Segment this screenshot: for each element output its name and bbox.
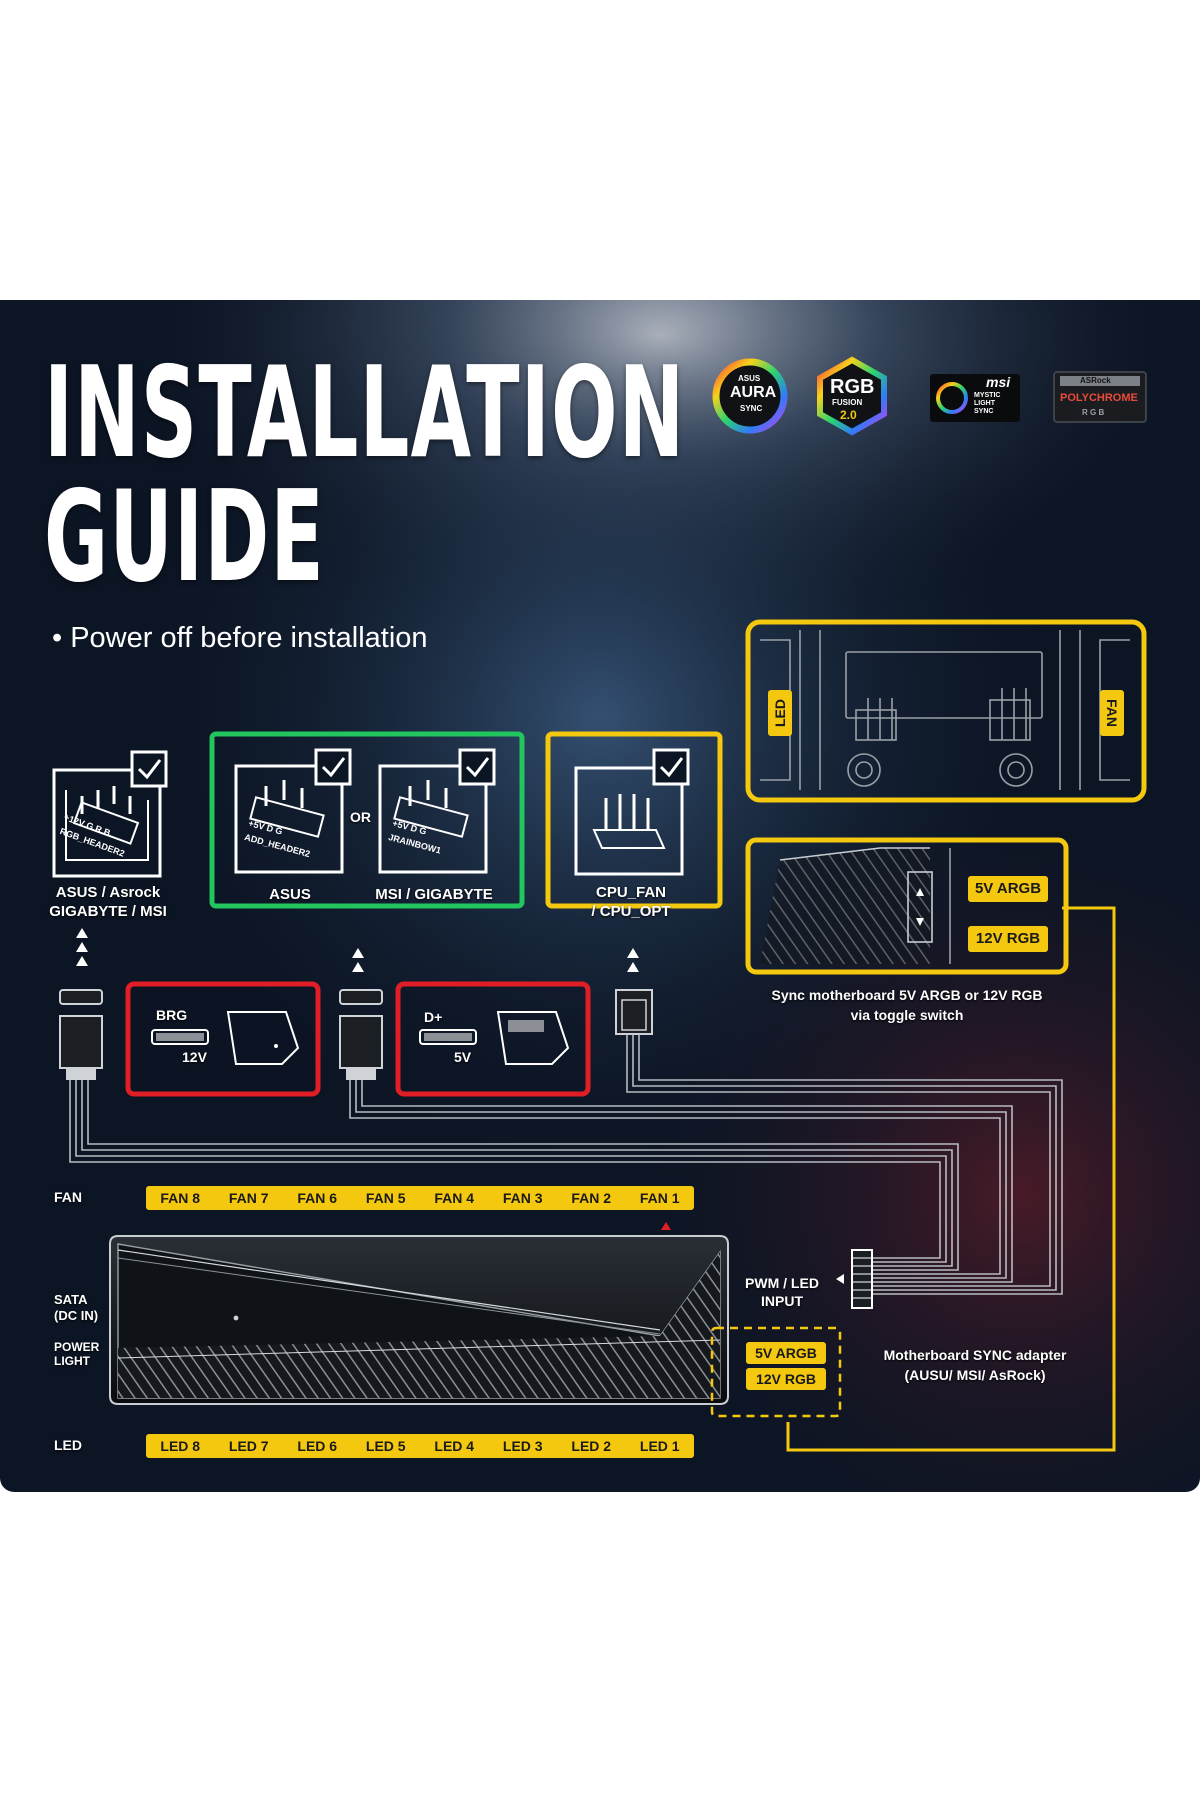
fan-row-label: FAN <box>54 1189 82 1205</box>
checkmark-icon <box>652 748 690 786</box>
rgb-voltage: 12V <box>182 1049 207 1065</box>
msi-argb-header-icon <box>378 764 488 874</box>
cpu-fan-label: / CPU_OPT <box>591 903 671 920</box>
sync-adapter-caption: (AUSU/ MSI/ AsRock) <box>904 1367 1046 1383</box>
fan-port-label: FAN 7 <box>228 1190 269 1206</box>
led-row-label: LED <box>54 1437 82 1453</box>
fan-port-label: FAN 2 <box>571 1190 612 1206</box>
power-light-label: POWER <box>54 1340 100 1354</box>
pwm-led-input-label: PWM / LED <box>745 1275 819 1291</box>
cpu-fan-label: CPU_FAN <box>595 884 666 901</box>
toggle-switch-caption: via toggle switch <box>850 1007 964 1023</box>
controller-led-tag: LED <box>768 690 792 736</box>
switch-link-line <box>786 906 1116 1452</box>
sync-adapter-caption: Motherboard SYNC adapter <box>883 1347 1067 1363</box>
asrock-logo-text: ASRock <box>1080 376 1111 385</box>
rgb-header-icon <box>52 768 162 878</box>
led-port-label: LED 8 <box>160 1438 201 1454</box>
controller-pcb-frame <box>745 619 1147 803</box>
controller-12v-rgb-label: 12V RGB <box>968 926 1048 952</box>
led-port-label: LED 3 <box>502 1438 543 1454</box>
rgb-fan-hub <box>109 1235 729 1405</box>
fan1-pointer-icon <box>661 1222 671 1230</box>
rgb-fusion-logo-text: RGB <box>830 376 875 398</box>
cpu-fan-header-icon <box>574 766 684 876</box>
fan-port-label: FAN 3 <box>502 1190 543 1206</box>
aura-logo-text: AURA <box>730 384 777 401</box>
controller-switch-drawing <box>760 847 951 964</box>
msi-gigabyte-header-label: MSI / GIGABYTE <box>375 886 493 903</box>
led-port-label: LED 1 <box>639 1438 680 1454</box>
argb-voltage: 5V <box>454 1049 472 1065</box>
argb-connector-icon <box>419 1011 570 1065</box>
or-text: OR <box>350 809 371 825</box>
checkmark-icon <box>130 750 168 788</box>
rgb-pin-order: BRG <box>156 1007 188 1023</box>
led-port-label: LED 2 <box>571 1438 612 1454</box>
fan-port-label: FAN 1 <box>639 1190 680 1206</box>
asus-aura-sync-logo <box>712 358 788 434</box>
argb-header-group-frame <box>209 731 525 909</box>
arrow-up-icon <box>352 948 364 972</box>
rgb-fusion-logo-text: FUSION <box>832 398 863 407</box>
asrock-logo-text: R G B <box>1082 408 1105 417</box>
aura-logo-text: ASUS <box>738 374 761 383</box>
controller-pcb-drawing <box>760 630 1130 790</box>
fan-port-label: FAN 4 <box>434 1190 475 1206</box>
led-port-label: LED 4 <box>434 1438 475 1454</box>
safety-note: • Power off before installation <box>52 622 428 654</box>
page-title-line1: INSTALLATION <box>44 339 686 486</box>
checkmark-icon <box>314 748 352 786</box>
fan-port-label: FAN 8 <box>160 1190 201 1206</box>
fan-port-label: FAN 5 <box>365 1190 406 1206</box>
header1-label: ASUS / Asrock <box>55 884 161 901</box>
rgb-fusion-logo <box>817 356 887 436</box>
power-light-label: LIGHT <box>54 1354 90 1368</box>
msi-logo-text: msi <box>986 374 1011 390</box>
controller-fan-tag: FAN <box>1100 690 1124 736</box>
pwm-led-input-label: INPUT <box>761 1293 803 1309</box>
asrock-polychrome-logo <box>1053 371 1147 423</box>
hub-5v-argb-label: 5V ARGB <box>746 1342 826 1364</box>
asus-argb-header-icon <box>234 764 344 874</box>
header1-label: GIGABYTE / MSI <box>49 903 167 920</box>
argb-pin-order: D+ <box>424 1009 443 1025</box>
rgb-connector-icon <box>151 1011 300 1065</box>
checkmark-icon <box>458 748 496 786</box>
cable-bundle <box>69 1034 1063 1295</box>
led-port-label: LED 6 <box>297 1438 338 1454</box>
rgb-cable-plug <box>59 989 103 1080</box>
aura-logo-text: SYNC <box>740 404 763 413</box>
asus-header-label: ASUS <box>269 886 311 903</box>
installation-guide-panel: INSTALLATION GUIDE • Power off before in… <box>0 300 1200 1492</box>
msi-logo-text: LIGHT <box>974 400 995 407</box>
msi-mystic-light-logo <box>930 374 1020 422</box>
sata-label: SATA <box>54 1292 88 1307</box>
fan-port-label: FAN 6 <box>297 1190 338 1206</box>
hub-switch-frame <box>710 1326 842 1418</box>
led-port-label: LED 7 <box>228 1438 269 1454</box>
fan-cable-plug <box>615 989 653 1035</box>
page-title-line2: GUIDE <box>44 463 326 610</box>
hub-12v-rgb-label: 12V RGB <box>746 1368 826 1390</box>
arrow-up-icon <box>627 948 639 972</box>
led-port-label: LED 5 <box>365 1438 406 1454</box>
arrow-up-icon <box>76 928 88 966</box>
led_ports-bar <box>146 1434 694 1458</box>
argb-cable-plug <box>339 989 383 1080</box>
asrock-logo-text: POLYCHROME <box>1060 392 1138 404</box>
sync-adapter-connector <box>836 1249 873 1309</box>
msi-logo-text: MYSTIC <box>974 392 1001 399</box>
controller-5v-argb-label: 5V ARGB <box>968 876 1048 902</box>
cpu-fan-frame <box>545 731 723 909</box>
sata-label: (DC IN) <box>54 1308 99 1323</box>
toggle-switch-caption: Sync motherboard 5V ARGB or 12V RGB <box>771 987 1043 1003</box>
msi-logo-text: SYNC <box>974 408 994 415</box>
fan_ports-bar <box>146 1186 694 1210</box>
rgb-fusion-logo-text: 2.0 <box>840 408 857 422</box>
controller-switch-frame <box>745 837 1069 975</box>
